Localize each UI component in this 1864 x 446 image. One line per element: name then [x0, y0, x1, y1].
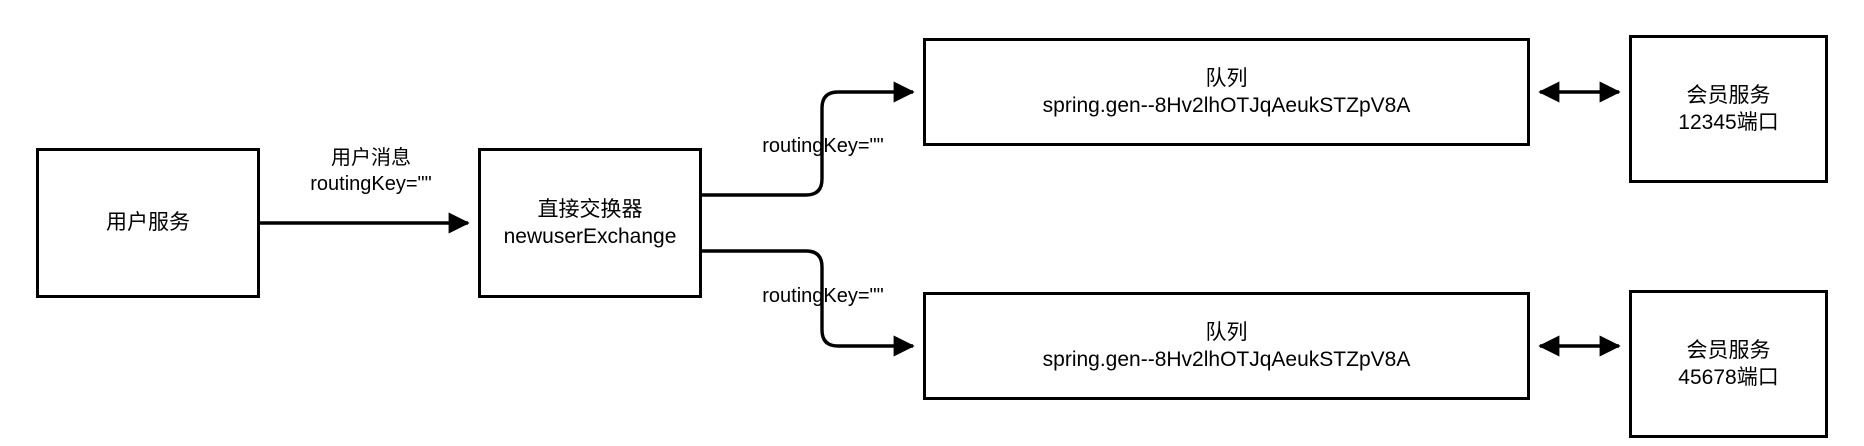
node-member-service-bottom[interactable]: 会员服务 45678端口: [1629, 290, 1828, 438]
edge-label-user-to-exchange: 用户消息 routingKey="": [268, 146, 474, 197]
node-user-service-title: 用户服务: [106, 211, 190, 235]
node-member-service-top[interactable]: 会员服务 12345端口: [1629, 35, 1828, 183]
node-member-service-bottom-title: 会员服务: [1686, 338, 1771, 362]
edge-label-user-message-text: 用户消息: [331, 147, 411, 169]
node-direct-exchange-title: 直接交换器: [537, 197, 643, 221]
node-member-service-bottom-port: 45678端口: [1678, 366, 1779, 389]
node-queue-top-subtitle: spring.gen--8Hv2lhOTJqAeukSTZpV8A: [1042, 94, 1411, 117]
node-queue-top-title: 队列: [1205, 66, 1248, 90]
edge-label-user-routing-key: routingKey="": [310, 172, 432, 195]
node-member-service-top-title: 会员服务: [1686, 83, 1771, 107]
node-queue-top[interactable]: 队列 spring.gen--8Hv2lhOTJqAeukSTZpV8A: [923, 38, 1530, 146]
edge-label-routing-key-bottom: routingKey="": [730, 284, 916, 310]
node-queue-bottom-title: 队列: [1205, 320, 1248, 344]
node-queue-bottom[interactable]: 队列 spring.gen--8Hv2lhOTJqAeukSTZpV8A: [923, 292, 1530, 400]
node-direct-exchange[interactable]: 直接交换器 newuserExchange: [478, 148, 702, 298]
edge-label-routing-key-top-text: routingKey="": [762, 135, 884, 157]
node-direct-exchange-subtitle: newuserExchange: [503, 225, 677, 248]
node-user-service[interactable]: 用户服务: [36, 148, 260, 298]
node-member-service-top-port: 12345端口: [1678, 111, 1779, 134]
node-queue-bottom-subtitle: spring.gen--8Hv2lhOTJqAeukSTZpV8A: [1042, 348, 1411, 371]
edge-label-routing-key-bottom-text: routingKey="": [762, 285, 884, 307]
edge-label-routing-key-top: routingKey="": [730, 134, 916, 160]
